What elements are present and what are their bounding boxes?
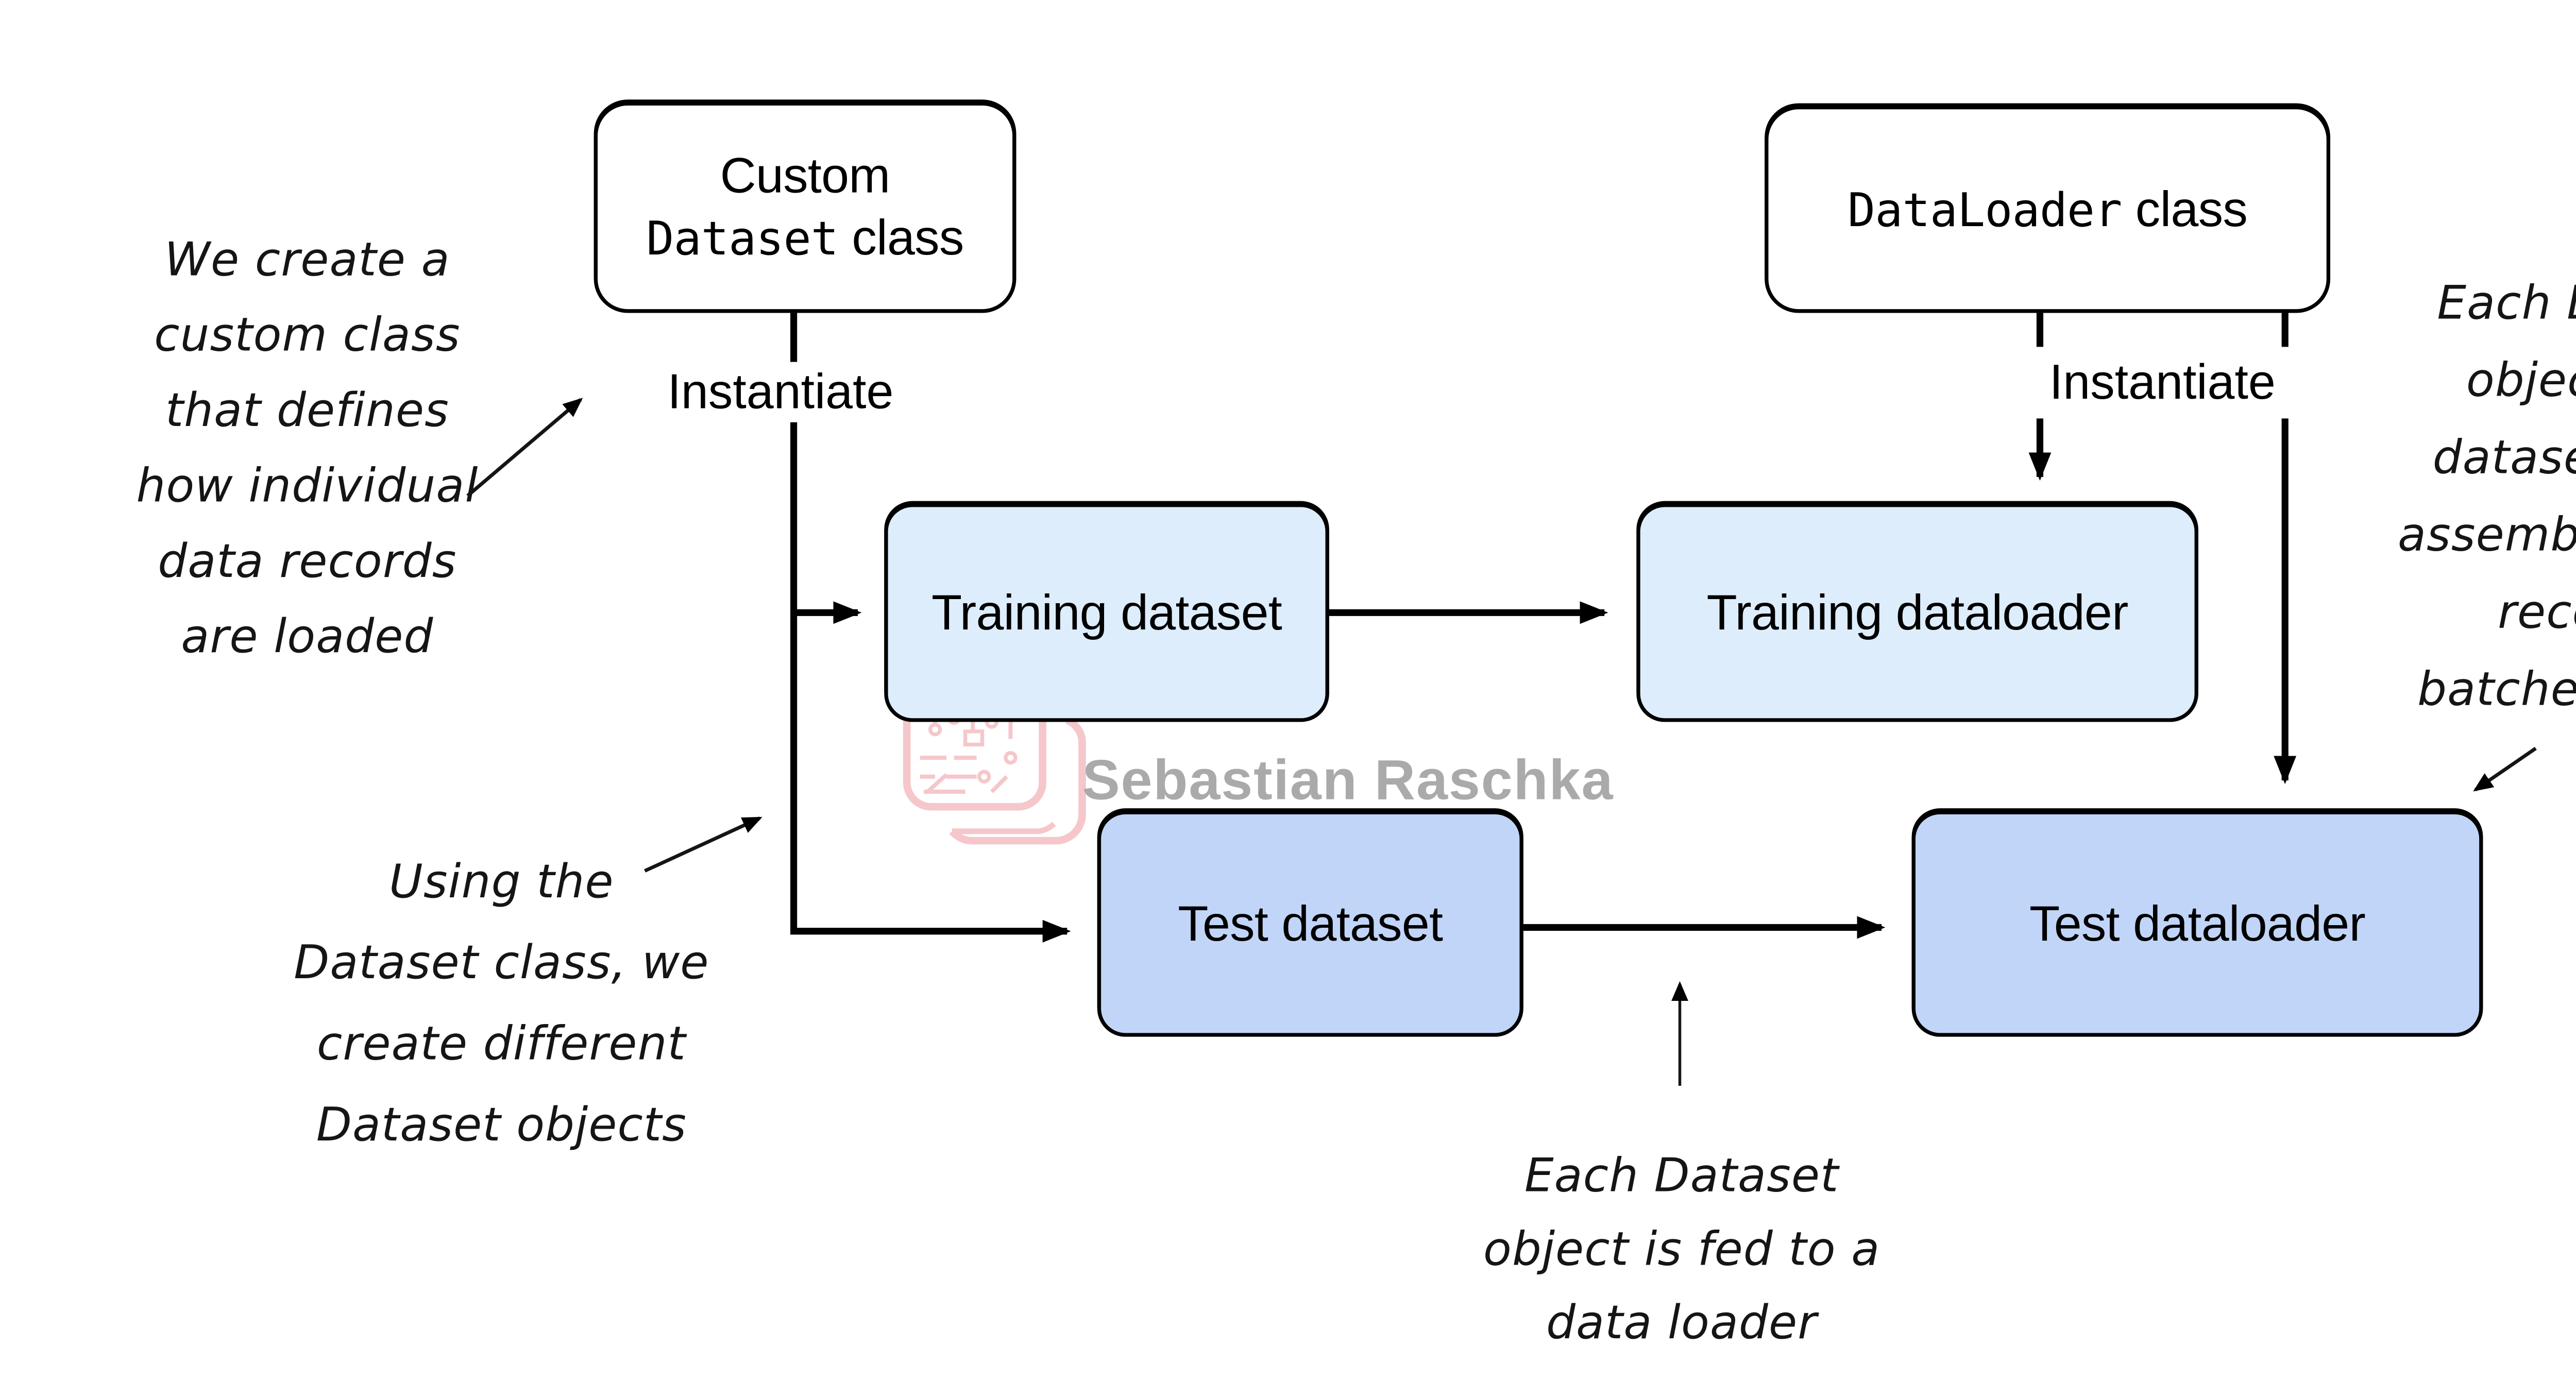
custom-class-note: We create a custom class that defines ho… bbox=[136, 232, 479, 664]
watermark-author-text: Sebastian Raschka bbox=[1082, 750, 1614, 813]
test-dataset-box: Test dataset bbox=[1097, 810, 1523, 1037]
dataloader-class-box: DataLoader class bbox=[1765, 105, 2331, 313]
dataset-objects-note: Using the Dataset class, we create diffe… bbox=[294, 854, 709, 1152]
test-dataloader-label: Test dataloader bbox=[2029, 894, 2366, 951]
arrow-dataset-objects-note-icon bbox=[644, 816, 762, 873]
arrow-custom-note-icon bbox=[466, 398, 583, 498]
training-dataset-box: Training dataset bbox=[884, 503, 1329, 722]
fed-to-loader-note: Each Dataset object is fed to a data loa… bbox=[1483, 1148, 1880, 1350]
instantiate-label-right: Instantiate bbox=[2049, 353, 2276, 410]
instantiate-label-left: Instantiate bbox=[667, 363, 894, 420]
training-dataloader-box: Training dataloader bbox=[1636, 503, 2198, 722]
test-dataset-label: Test dataset bbox=[1178, 894, 1443, 951]
edge-custom-to-test-dataset bbox=[790, 422, 1071, 943]
dataloader-note: Each DataLoader object handles dataset s… bbox=[2398, 275, 2576, 717]
dataloader-class-label: DataLoader class bbox=[1848, 180, 2248, 237]
training-dataset-label: Training dataset bbox=[931, 583, 1282, 640]
arrow-dataloader-note-icon bbox=[2473, 746, 2537, 792]
training-dataloader-label: Training dataloader bbox=[1706, 583, 2129, 640]
test-dataloader-box: Test dataloader bbox=[1911, 810, 2483, 1037]
